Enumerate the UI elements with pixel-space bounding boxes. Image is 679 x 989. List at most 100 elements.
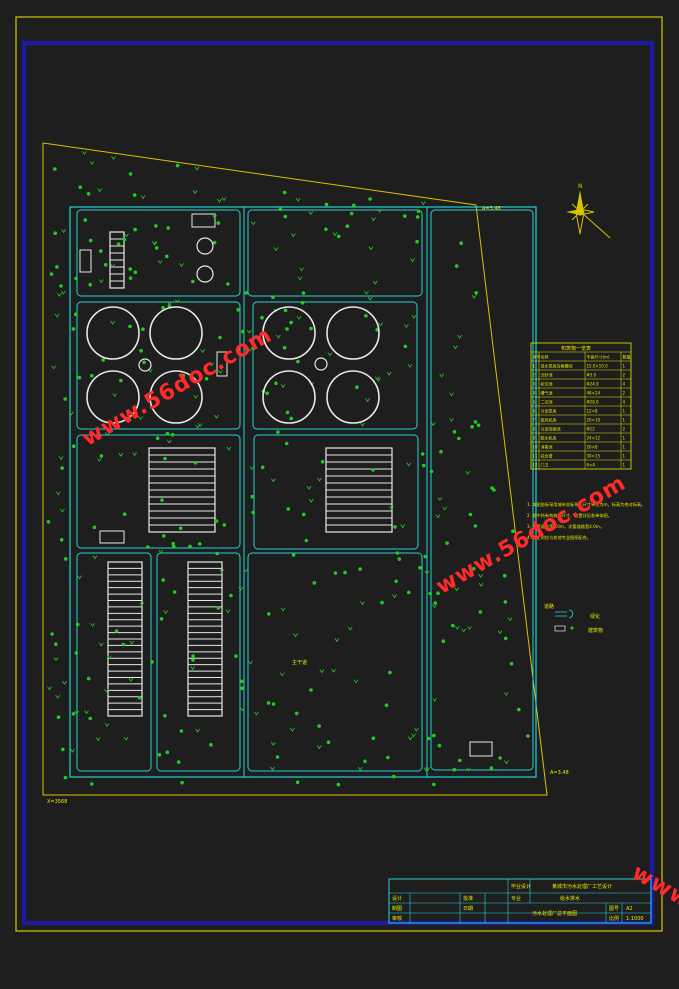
tree-icon bbox=[380, 601, 384, 605]
shrub-icon bbox=[504, 692, 508, 695]
tree-icon bbox=[404, 345, 408, 349]
legend-cell: 12 bbox=[533, 463, 539, 468]
shrub-icon bbox=[226, 610, 230, 613]
tree-icon bbox=[439, 450, 443, 454]
tree-icon bbox=[245, 291, 249, 295]
tree-icon bbox=[321, 460, 325, 464]
tree-icon bbox=[286, 411, 290, 415]
tree-icon bbox=[176, 164, 180, 168]
small-tank bbox=[315, 358, 327, 370]
tree-icon bbox=[267, 701, 271, 705]
tree-icon bbox=[166, 226, 170, 230]
small-tank bbox=[139, 359, 151, 371]
tree-icon bbox=[451, 624, 455, 628]
shrub-icon bbox=[271, 767, 275, 770]
tree-icon bbox=[504, 637, 508, 641]
tree-icon bbox=[155, 246, 159, 250]
shrub-icon bbox=[129, 678, 133, 681]
tree-icon bbox=[166, 751, 170, 755]
tree-icon bbox=[296, 360, 300, 364]
shrub-icon bbox=[191, 666, 195, 669]
tree-icon bbox=[72, 712, 76, 716]
shrub-icon bbox=[57, 293, 61, 296]
shrub-icon bbox=[358, 767, 362, 770]
tree-icon bbox=[455, 264, 459, 268]
legend-cell: 曝气池 bbox=[541, 390, 553, 396]
shrub-icon bbox=[433, 698, 437, 701]
shrub-icon bbox=[361, 602, 365, 605]
shrub-icon bbox=[249, 661, 253, 664]
shrub-icon bbox=[201, 349, 205, 352]
shrub-icon bbox=[455, 626, 459, 629]
tree-icon bbox=[138, 696, 142, 700]
small-building bbox=[80, 250, 91, 272]
shrub-icon bbox=[309, 211, 313, 214]
legend-cell: 二沉池 bbox=[541, 399, 553, 405]
tree-icon bbox=[142, 361, 146, 365]
tree-icon bbox=[490, 766, 494, 770]
main-road-label: 主干道 bbox=[292, 659, 307, 666]
tree-icon bbox=[313, 581, 317, 585]
symbol-legend: 道路 绿化 建筑物 bbox=[544, 603, 603, 634]
tree-icon bbox=[84, 218, 88, 222]
tree-icon bbox=[123, 238, 127, 242]
tree-icon bbox=[285, 327, 289, 331]
tree-icon bbox=[139, 349, 143, 353]
sheet-value: A2 bbox=[626, 906, 633, 912]
tree-icon bbox=[177, 760, 181, 764]
legend-cell: 门卫 bbox=[541, 462, 549, 468]
tree-icon bbox=[129, 276, 133, 280]
tree-icon bbox=[261, 466, 265, 470]
shrub-icon bbox=[239, 587, 243, 590]
shrub-icon bbox=[290, 728, 294, 731]
tree-icon bbox=[251, 495, 255, 499]
shrub-icon bbox=[215, 415, 219, 418]
tree-icon bbox=[217, 606, 221, 610]
tree-icon bbox=[55, 265, 59, 269]
tree-icon bbox=[191, 658, 195, 662]
tree-icon bbox=[160, 498, 164, 502]
tree-icon bbox=[421, 452, 425, 456]
tree-icon bbox=[60, 538, 64, 542]
shrub-icon bbox=[297, 316, 301, 319]
shrub-icon bbox=[195, 167, 199, 170]
tree-icon bbox=[104, 263, 108, 267]
shrub-icon bbox=[458, 335, 462, 338]
tree-icon bbox=[418, 566, 422, 570]
shrub-icon bbox=[431, 422, 435, 425]
shrub-icon bbox=[271, 479, 275, 482]
tree-icon bbox=[72, 444, 76, 448]
shrub-icon bbox=[453, 346, 457, 349]
tree-icon bbox=[163, 457, 167, 461]
tree-icon bbox=[350, 212, 354, 216]
tree-icon bbox=[158, 753, 162, 757]
plant-zone bbox=[77, 553, 151, 771]
drawn-label: 制图 bbox=[392, 905, 402, 912]
legend-cell: 1 bbox=[623, 445, 626, 450]
sheet-label: 图号 bbox=[609, 906, 619, 912]
tree-icon bbox=[156, 436, 160, 440]
tree-icon bbox=[251, 511, 255, 515]
clarifier-tank bbox=[327, 307, 379, 359]
tree-icon bbox=[358, 567, 362, 571]
tree-icon bbox=[217, 221, 221, 225]
tree-icon bbox=[61, 748, 65, 752]
tree-icon bbox=[355, 385, 359, 389]
tree-icon bbox=[154, 224, 158, 228]
small-tank bbox=[197, 266, 213, 282]
coord-se: A=3.48 bbox=[550, 770, 569, 776]
legend-cell: 1 bbox=[623, 409, 626, 414]
tree-icon bbox=[424, 555, 428, 559]
building-symbol-label: 建筑物 bbox=[588, 627, 603, 634]
tree-icon bbox=[427, 737, 431, 741]
shrub-icon bbox=[105, 723, 109, 726]
tree-icon bbox=[223, 523, 227, 527]
legend-cell: 7 bbox=[533, 418, 536, 423]
tree-icon bbox=[119, 379, 123, 383]
shrub-icon bbox=[113, 393, 117, 396]
legend-cell: Φ28.0 bbox=[587, 400, 600, 405]
shrub-icon bbox=[309, 499, 313, 502]
shrub-icon bbox=[405, 324, 409, 327]
tree-icon bbox=[283, 346, 287, 350]
shrub-icon bbox=[466, 471, 470, 474]
